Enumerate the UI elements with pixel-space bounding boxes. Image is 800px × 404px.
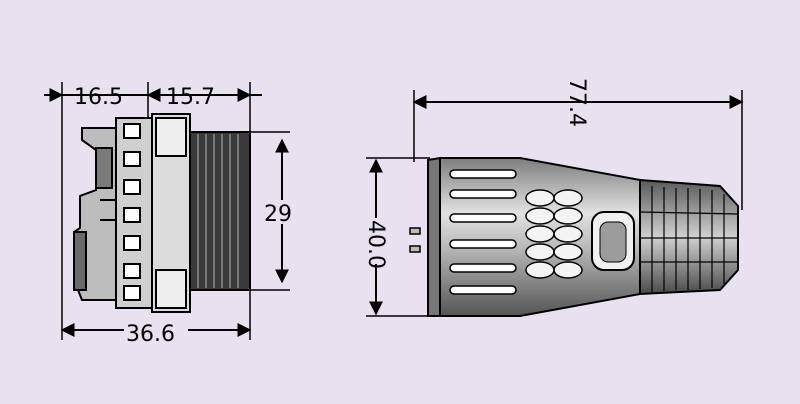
side-view: 16.5 15.7 29 36.6 bbox=[44, 82, 292, 347]
dim-length-label: 77.4 bbox=[564, 78, 589, 127]
front-view-slots bbox=[449, 169, 517, 295]
side-view-thread bbox=[189, 131, 251, 291]
front-view-knurl bbox=[525, 189, 583, 279]
dim-top-right-label: 15.7 bbox=[166, 85, 215, 110]
dim-height: 29 bbox=[264, 138, 292, 284]
front-view: 77.4 40.0 bbox=[363, 78, 744, 317]
dim-top-left-label: 16.5 bbox=[74, 85, 123, 110]
dim-total-width-label: 36.6 bbox=[126, 322, 175, 347]
dim-length: 77.4 bbox=[412, 78, 744, 127]
side-view-pin-block bbox=[115, 117, 153, 309]
dim-diameter: 40.0 bbox=[363, 158, 388, 316]
front-view-pins bbox=[409, 227, 421, 253]
side-view-rear-plug bbox=[73, 127, 117, 301]
dim-top-right: 15.7 bbox=[146, 85, 262, 110]
dim-height-label: 29 bbox=[264, 202, 292, 227]
side-view-extension-lines bbox=[61, 82, 290, 340]
front-view-strain-relief bbox=[639, 178, 739, 296]
side-view-flange bbox=[151, 113, 191, 313]
dim-top-left: 16.5 bbox=[44, 85, 148, 110]
front-view-front-ring bbox=[427, 156, 441, 317]
dim-diameter-label: 40.0 bbox=[363, 220, 388, 269]
front-view-grip-ribs bbox=[639, 186, 739, 292]
dim-total-width: 36.6 bbox=[60, 322, 252, 347]
